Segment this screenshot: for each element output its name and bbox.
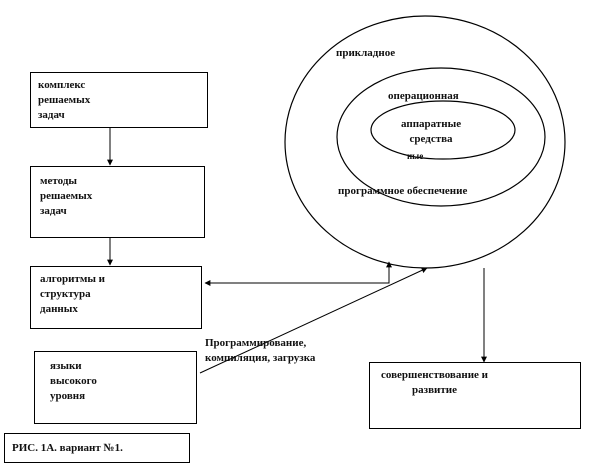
ring-label-outer: прикладное [336,47,396,59]
box-improvement [369,362,581,429]
inner-ring [370,100,516,160]
caption-box [4,433,190,463]
label-improvement: совершенствование и развитие [381,369,489,396]
box-complex [30,72,208,128]
box-languages [34,351,197,424]
arrow-languages-to-ring [199,267,428,374]
ring-label-fragment: ные [407,151,424,161]
label-complex: комплекс решаемых задач [38,79,91,121]
box-methods [30,166,205,238]
ring-label-bottom: программное обеспечение [338,185,468,197]
ring-label-middle: операционная [388,90,459,102]
box-algorithms [30,266,202,329]
label-methods: методы решаемых задач [40,175,93,217]
label-algorithms: алгоритмы и структура данных [40,273,106,315]
ring-label-inner: аппаратные средства [401,118,462,145]
arrow-algorithms-ring [204,261,392,286]
middle-ring [336,67,546,207]
connector-label: Программирование, компиляция, загрузка [205,337,316,364]
figure-caption: РИС. 1А. вариант №1. [12,442,123,454]
label-languages: языки высокого уровня [50,360,97,402]
